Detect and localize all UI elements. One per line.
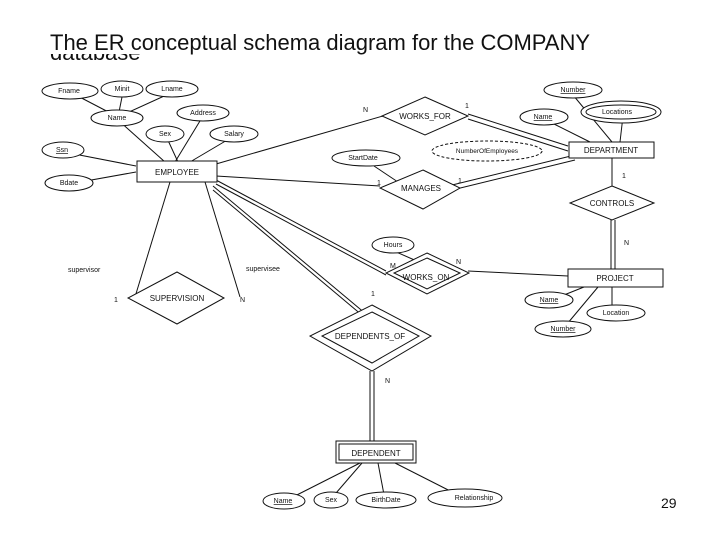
cardinality-supervision-supervisee: N (240, 297, 245, 304)
attribute-project-location: Location (586, 304, 646, 322)
svg-text:Sex: Sex (325, 497, 338, 504)
svg-text:Name: Name (534, 114, 553, 121)
svg-text:NumberOfEmployees: NumberOfEmployees (456, 148, 519, 155)
attribute-birth-date: BirthDate (355, 491, 417, 509)
svg-text:Salary: Salary (224, 131, 244, 138)
svg-text:MANAGES: MANAGES (401, 184, 441, 193)
cardinality-manages-department: 1 (458, 178, 462, 185)
attribute-department-name: Name (519, 108, 569, 126)
relationship-dependents-of: DEPENDENTS_OF (308, 304, 433, 372)
attribute-employee-name: Name (90, 109, 144, 127)
svg-text:EMPLOYEE: EMPLOYEE (155, 168, 199, 177)
cardinality-works-for-department: 1 (465, 103, 469, 110)
svg-text:Locations: Locations (602, 109, 632, 116)
cardinality-dependents-of-employee: 1 (371, 291, 375, 298)
svg-text:Number: Number (561, 87, 587, 94)
svg-text:Name: Name (108, 115, 127, 122)
cardinality-works-on-employee: M (390, 263, 396, 270)
svg-text:CONTROLS: CONTROLS (590, 199, 634, 208)
svg-text:Fname: Fname (58, 88, 80, 95)
cardinality-works-on-project: N (456, 259, 461, 266)
cardinality-manages-employee: 1 (377, 180, 381, 187)
slide-title-overflow: database (50, 54, 170, 64)
relationship-works-for: WORKS_FOR (380, 96, 470, 136)
svg-text:Number: Number (551, 326, 577, 333)
attribute-department-number: Number (543, 81, 603, 99)
svg-text:Hours: Hours (384, 242, 403, 249)
attribute-project-number: Number (534, 320, 592, 338)
attribute-fname: Fname (41, 82, 99, 100)
attribute-ssn: Ssn (41, 141, 85, 159)
attribute-hours: Hours (371, 236, 415, 254)
role-supervisee-label: supervisee (246, 266, 280, 273)
entity-dependent: DEPENDENT (335, 440, 417, 464)
cardinality-works-for-employee: N (363, 107, 368, 114)
svg-text:DEPENDENT: DEPENDENT (351, 449, 400, 458)
svg-text:Ssn: Ssn (56, 147, 68, 154)
attribute-number-of-employees: NumberOfEmployees (431, 140, 543, 162)
svg-text:Name: Name (274, 498, 293, 505)
svg-text:Relationship: Relationship (455, 495, 494, 502)
attribute-dependent-sex: Sex (313, 491, 349, 509)
svg-text:DEPARTMENT: DEPARTMENT (584, 146, 638, 155)
attribute-salary: Salary (209, 125, 259, 143)
slide-title: The ER conceptual schema diagram for the… (50, 30, 591, 55)
cardinality-supervision-supervisor: 1 (114, 297, 118, 304)
entity-department: DEPARTMENT (568, 141, 655, 159)
svg-text:Name: Name (540, 297, 559, 304)
attribute-sex: Sex (145, 125, 185, 143)
attribute-minit: Minit (100, 80, 144, 98)
attribute-locations: Locations (580, 100, 662, 124)
svg-text:Minit: Minit (115, 86, 130, 93)
attribute-start-date: StartDate (331, 149, 401, 167)
svg-text:WORKS_ON: WORKS_ON (403, 273, 450, 282)
page-number: 29 (661, 495, 677, 511)
svg-text:Location: Location (603, 310, 630, 317)
svg-text:BirthDate: BirthDate (371, 497, 400, 504)
svg-text:WORKS_FOR: WORKS_FOR (399, 112, 451, 121)
attribute-address: Address (176, 104, 230, 122)
relationship-controls: CONTROLS (568, 185, 656, 221)
relationship-works-on: WORKS_ON (384, 252, 471, 295)
svg-text:StartDate: StartDate (348, 155, 378, 162)
attribute-project-name: Name (524, 291, 574, 309)
entity-project: PROJECT (567, 268, 664, 288)
role-supervisor-label: supervisor (68, 267, 101, 274)
svg-text:SUPERVISION: SUPERVISION (150, 294, 205, 303)
cardinality-controls-department: 1 (622, 173, 626, 180)
svg-text:Lname: Lname (161, 86, 183, 93)
svg-text:Address: Address (190, 110, 216, 117)
svg-text:PROJECT: PROJECT (596, 274, 633, 283)
attribute-relationship: Relationship (427, 488, 503, 508)
svg-text:Sex: Sex (159, 131, 172, 138)
relationship-supervision: SUPERVISION (126, 271, 226, 325)
attribute-lname: Lname (145, 80, 199, 98)
relationship-manages: MANAGES (378, 169, 462, 210)
attribute-dependent-name: Name (262, 492, 306, 510)
svg-text:Bdate: Bdate (60, 180, 78, 187)
attribute-bdate: Bdate (44, 174, 94, 192)
entity-employee: EMPLOYEE (136, 160, 218, 183)
cardinality-dependents-of-dependent: N (385, 378, 390, 385)
svg-text:DEPENDENTS_OF: DEPENDENTS_OF (335, 332, 405, 341)
cardinality-controls-project: N (624, 240, 629, 247)
